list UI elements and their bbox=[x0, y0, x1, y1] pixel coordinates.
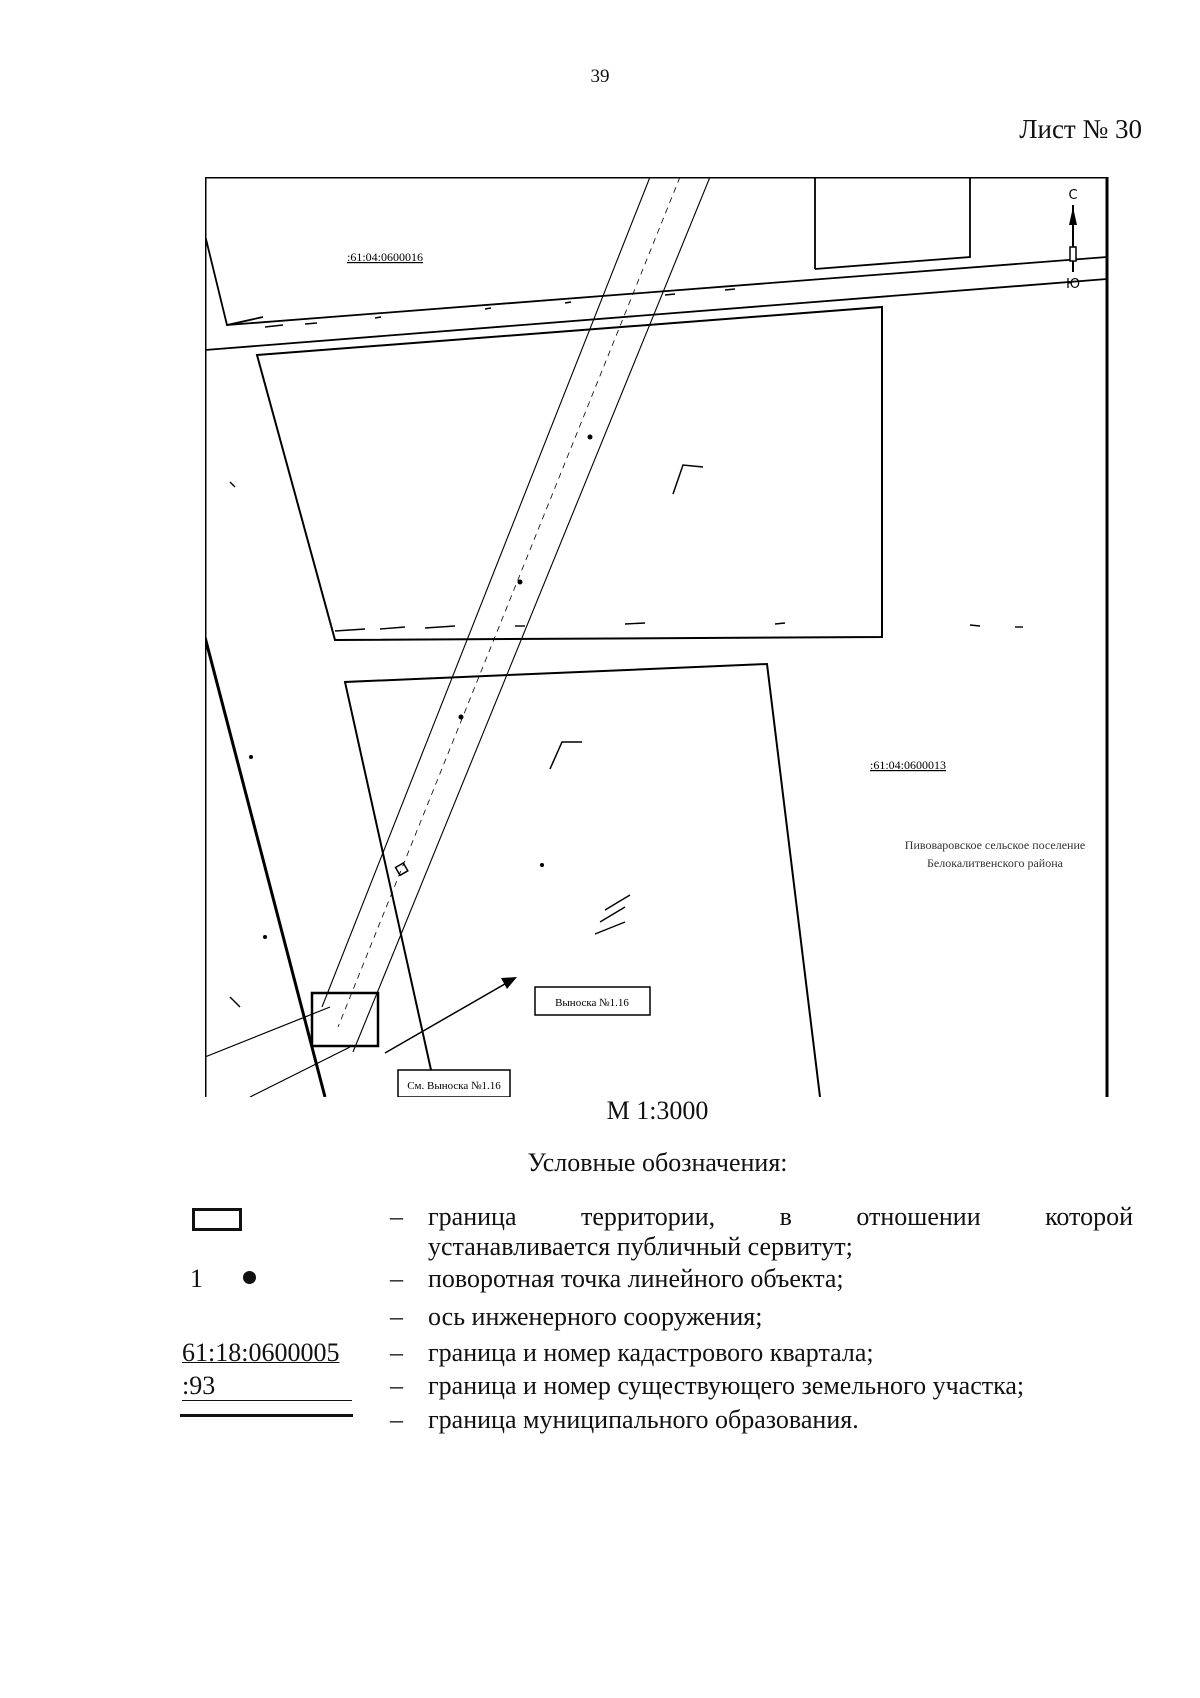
page-number: 39 bbox=[590, 66, 610, 87]
municipal-boundary bbox=[205, 636, 327, 1097]
callout-arrow-head bbox=[501, 977, 517, 989]
map-scale: М 1:3000 bbox=[606, 1096, 709, 1125]
legend-dash: – bbox=[390, 1371, 403, 1400]
land-parcel-upper bbox=[255, 305, 883, 642]
servitude-corridor-right bbox=[352, 177, 711, 1053]
quarter-label-top: :61:04:0600016 bbox=[347, 250, 423, 264]
axis-turning-points bbox=[249, 434, 593, 939]
servitude-corridor-left bbox=[321, 177, 651, 1008]
legend-dash: – bbox=[390, 1302, 403, 1331]
legend-dash: – bbox=[390, 1264, 403, 1293]
north-label: С bbox=[1068, 188, 1077, 203]
legend-text: граница и номер существующего земельного… bbox=[428, 1371, 1025, 1400]
parcel-boundary-top-left bbox=[205, 234, 264, 327]
road-dash-marks bbox=[264, 288, 736, 328]
cadastral-map: С Ю :61:04:0600016 :61:04:0600013 Пивова… bbox=[205, 177, 1109, 1097]
structure-marker bbox=[394, 862, 409, 877]
callout-leader-2 bbox=[249, 1046, 351, 1097]
municipal-note-line1: Пивоваровское сельское поселение bbox=[905, 838, 1085, 852]
legend-dash: – bbox=[390, 1202, 403, 1231]
engineering-axis bbox=[337, 177, 681, 1028]
south-label: Ю bbox=[1066, 277, 1080, 292]
legend-symbol-servitude-rect bbox=[192, 1208, 242, 1231]
legend-symbol-point-label: 1 bbox=[190, 1264, 203, 1293]
legend-symbol-point-dot bbox=[243, 1271, 256, 1284]
callout-label: Выноска №1.16 bbox=[555, 997, 629, 1009]
legend-text-continuation: устанавливается публичный сервитут; bbox=[428, 1232, 853, 1261]
legend-title: Условные обозначения: bbox=[527, 1148, 788, 1177]
quarter-label-right: :61:04:0600013 bbox=[870, 758, 946, 772]
see-callout-label: См. Выноска №1.16 bbox=[407, 1080, 501, 1092]
legend-symbol-parcel-number: :93 bbox=[182, 1372, 352, 1401]
sheet-label: Лист № 30 bbox=[1019, 114, 1142, 144]
legend-symbol-quarter-number: 61:18:0600005 bbox=[182, 1338, 340, 1367]
legend-text: граница территории, в отношении которой bbox=[428, 1202, 1133, 1231]
see-callout-box bbox=[397, 1069, 511, 1097]
legend-text: граница и номер кадастрового квартала; bbox=[428, 1338, 874, 1367]
municipal-note-line2: Белокалитвенского района bbox=[927, 856, 1064, 870]
legend-text: поворотная точка линейного объекта; bbox=[428, 1264, 844, 1293]
callout-area-frame bbox=[310, 991, 380, 1048]
legend-dash: – bbox=[390, 1338, 403, 1367]
parcel-boundary-top-right bbox=[814, 177, 971, 270]
north-arrow bbox=[1069, 205, 1077, 272]
scattered-marks bbox=[229, 481, 1023, 1008]
callout-box bbox=[534, 986, 651, 1016]
legend-dash: – bbox=[390, 1405, 403, 1434]
legend-text: граница муниципального образования. bbox=[428, 1405, 859, 1434]
parcel-mark-lower bbox=[549, 741, 582, 770]
map-frame bbox=[205, 177, 1109, 1097]
callout-arrow bbox=[384, 980, 511, 1054]
parcel-mark-upper bbox=[672, 464, 704, 495]
road-edge-upper bbox=[226, 256, 1108, 326]
callout-leader-1 bbox=[205, 1006, 331, 1058]
road-edge-lower bbox=[205, 278, 1108, 351]
legend-text: ось инженерного сооружения; bbox=[428, 1302, 763, 1331]
land-parcel-lower bbox=[343, 662, 821, 1097]
legend-symbol-municipal-line bbox=[180, 1414, 353, 1417]
